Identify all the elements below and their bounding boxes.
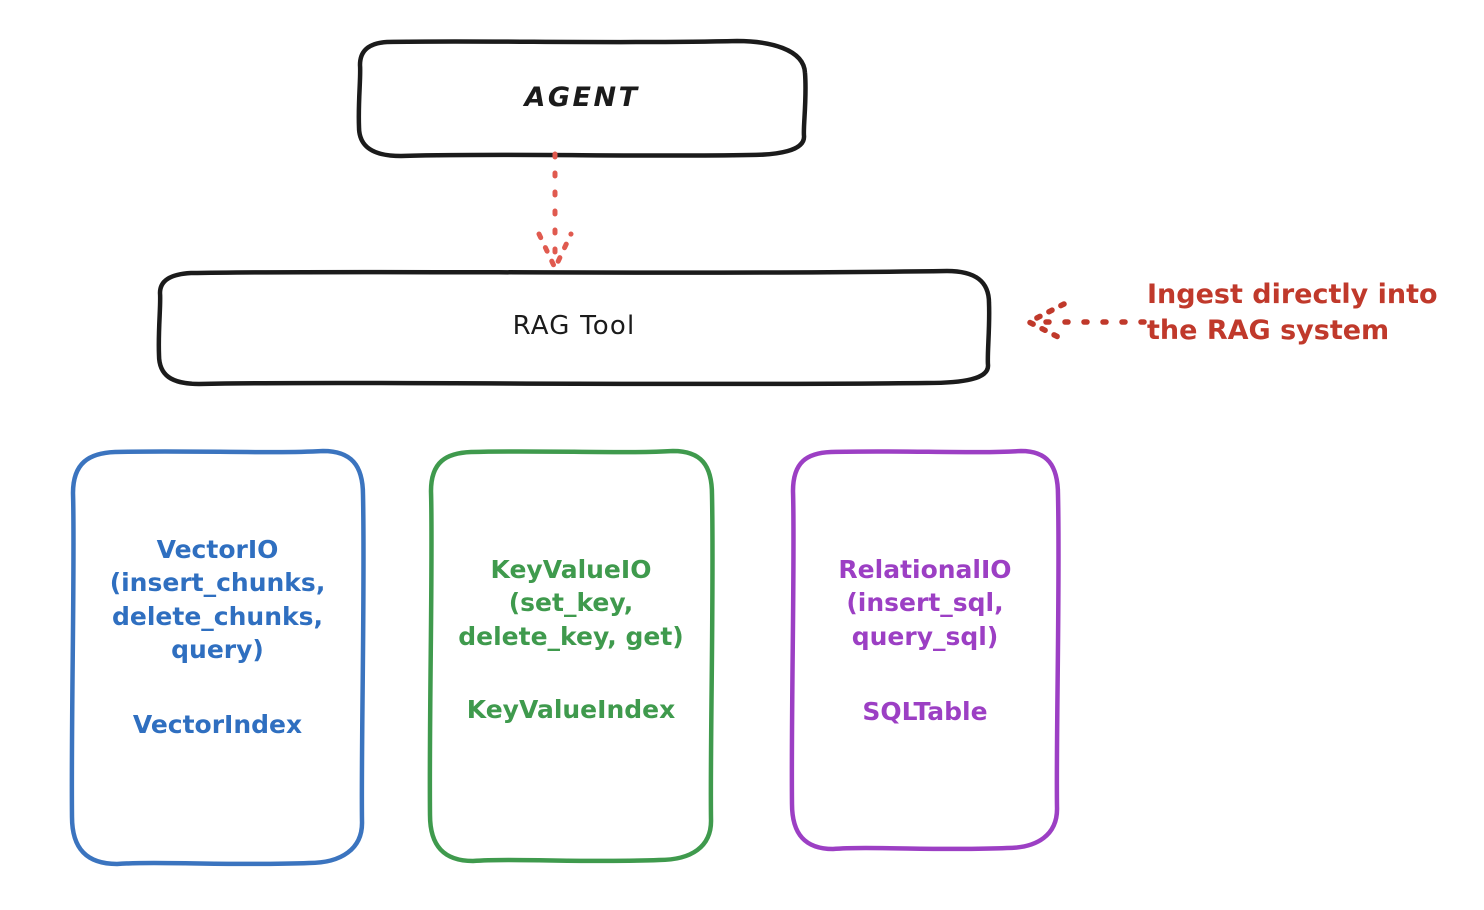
node-key-value-io-outline: [427, 448, 715, 864]
node-key-value-io[interactable]: KeyValueIO (set_key, delete_key, get) Ke…: [427, 448, 715, 864]
node-rag-tool-label: RAG Tool: [512, 311, 636, 342]
connector-ingest-to-rag: [1026, 301, 1147, 343]
node-relational-io[interactable]: RelationalIO (insert_sql, query_sql) SQL…: [789, 448, 1061, 852]
node-agent-label: AGENT: [524, 82, 640, 114]
annotation-ingest: Ingest directly into the RAG system: [1147, 279, 1438, 347]
node-key-value-io-label: KeyValueIO (set_key, delete_key, get): [458, 555, 684, 651]
node-key-value-io-sublabel: KeyValueIndex: [466, 694, 676, 724]
node-vector-io-sublabel: VectorIndex: [132, 710, 303, 739]
node-relational-io-label: RelationalIO (insert_sql, query_sql): [838, 555, 1012, 651]
connector-agent-to-rag: [536, 151, 574, 271]
node-vector-io[interactable]: VectorIO (insert_chunks, delete_chunks, …: [69, 448, 366, 867]
node-rag-tool[interactable]: RAG Tool: [156, 268, 992, 387]
node-relational-io-sublabel: SQLTable: [862, 696, 988, 726]
node-agent[interactable]: AGENT: [356, 38, 808, 159]
node-vector-io-label: VectorIO (insert_chunks, delete_chunks, …: [109, 535, 326, 664]
